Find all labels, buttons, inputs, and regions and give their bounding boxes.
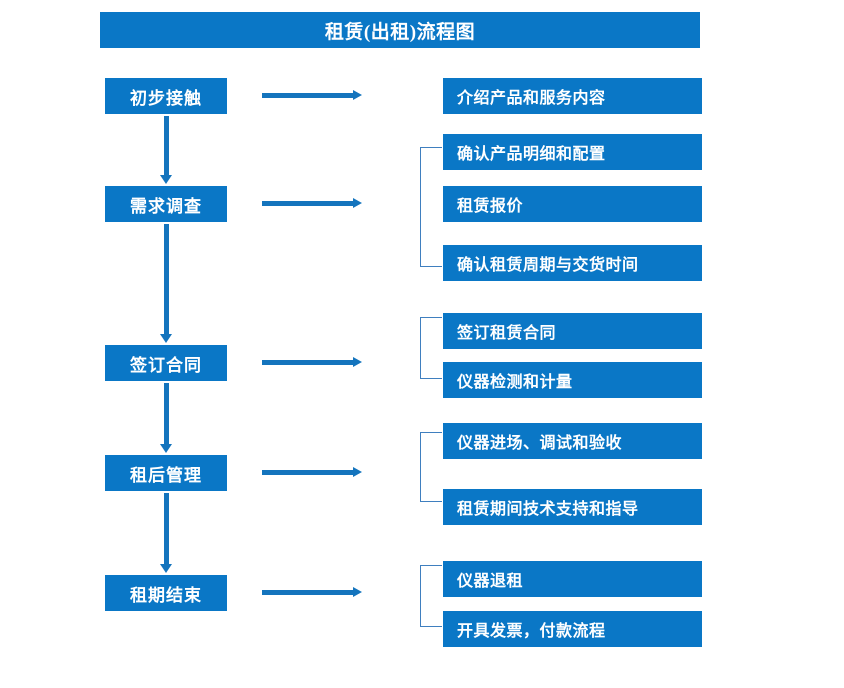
task-box-3[interactable]: 租赁报价 (443, 186, 702, 222)
task-box-7[interactable]: 仪器进场、调试和验收 (443, 423, 702, 459)
arrow-shaft (262, 201, 353, 206)
arrow-head (353, 198, 362, 208)
task-box-2[interactable]: 确认产品明细和配置 (443, 134, 702, 170)
arrow-head (353, 357, 362, 367)
arrow-shaft (164, 116, 169, 175)
task-box-8[interactable]: 租赁期间技术支持和指导 (443, 489, 702, 525)
arrow-shaft (164, 383, 169, 444)
stage-to-tasks-arrow-3 (262, 357, 362, 368)
arrow-shaft (262, 470, 353, 475)
arrow-head (160, 334, 172, 343)
stage-connector-arrow-1-2 (160, 116, 173, 184)
arrow-head (160, 564, 172, 573)
stage-box-2[interactable]: 需求调查 (105, 186, 227, 222)
task-group-bracket-2 (420, 147, 442, 267)
task-group-bracket-5 (420, 565, 442, 627)
arrow-shaft (164, 493, 169, 564)
task-box-10[interactable]: 开具发票，付款流程 (443, 611, 702, 647)
task-box-4[interactable]: 确认租赁周期与交货时间 (443, 245, 702, 281)
task-box-5[interactable]: 签订租赁合同 (443, 313, 702, 349)
arrow-shaft (262, 590, 353, 595)
arrow-head (160, 444, 172, 453)
task-group-bracket-3 (420, 317, 442, 379)
stage-box-5[interactable]: 租期结束 (105, 575, 227, 611)
stage-box-4[interactable]: 租后管理 (105, 455, 227, 491)
task-box-1[interactable]: 介绍产品和服务内容 (443, 78, 702, 114)
arrow-shaft (262, 93, 353, 98)
task-group-bracket-4 (420, 432, 442, 502)
task-box-6[interactable]: 仪器检测和计量 (443, 362, 702, 398)
arrow-shaft (262, 360, 353, 365)
arrow-shaft (164, 224, 169, 334)
stage-to-tasks-arrow-4 (262, 467, 362, 478)
stage-connector-arrow-4-5 (160, 493, 173, 573)
stage-to-tasks-arrow-2 (262, 198, 362, 209)
arrow-head (353, 90, 362, 100)
page-title: 租赁(出租)流程图 (100, 12, 700, 48)
arrow-head (353, 467, 362, 477)
stage-to-tasks-arrow-5 (262, 587, 362, 598)
stage-box-3[interactable]: 签订合同 (105, 345, 227, 381)
stage-box-1[interactable]: 初步接触 (105, 78, 227, 114)
task-box-9[interactable]: 仪器退租 (443, 561, 702, 597)
arrow-head (353, 587, 362, 597)
stage-connector-arrow-2-3 (160, 224, 173, 343)
stage-connector-arrow-3-4 (160, 383, 173, 453)
stage-to-tasks-arrow-1 (262, 90, 362, 101)
arrow-head (160, 175, 172, 184)
